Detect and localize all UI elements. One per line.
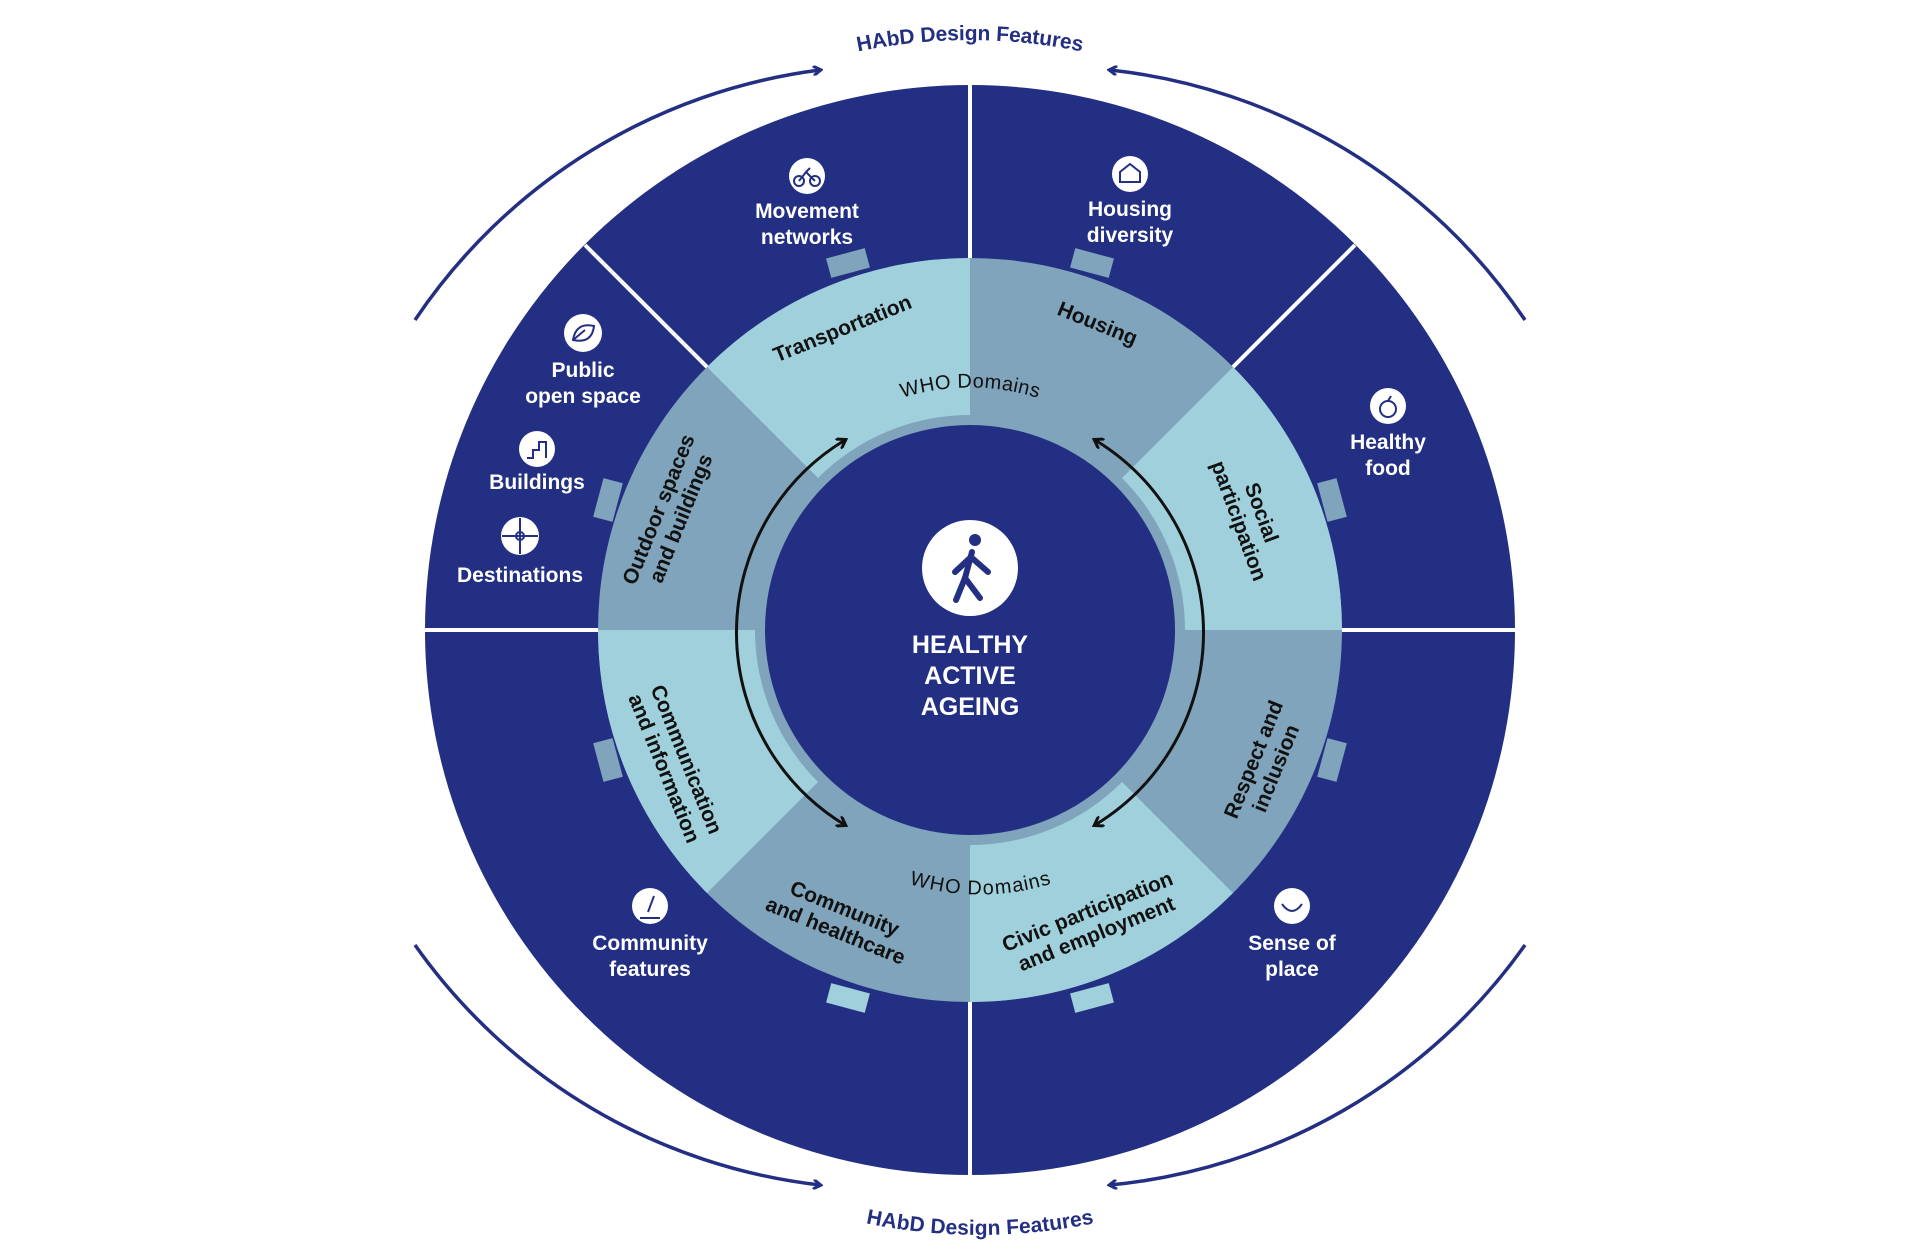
- inner-cycle: [735, 438, 1205, 827]
- svg-text:Healthy: Healthy: [1350, 431, 1426, 454]
- feature-movement: Movement networks: [755, 158, 859, 249]
- feature-sense-of-place: Sense of place: [1248, 888, 1337, 981]
- segment-social: [1122, 367, 1342, 630]
- outer-arrow-bottom-left: [413, 943, 820, 1185]
- feature-healthy-food: Healthy food: [1350, 388, 1426, 480]
- svg-text:Community: Community: [592, 932, 708, 955]
- center-line-1: HEALTHY: [912, 631, 1029, 659]
- svg-text:place: place: [1265, 958, 1319, 981]
- segment-communication: [598, 630, 818, 893]
- outer-arrow-top-right: [1110, 70, 1527, 321]
- center-line-3: AGEING: [921, 693, 1020, 721]
- segment-civic: [970, 782, 1233, 1002]
- svg-text:Destinations: Destinations: [457, 564, 583, 587]
- svg-text:Buildings: Buildings: [489, 471, 585, 494]
- outer-arrow-bottom-right: [1110, 943, 1527, 1185]
- center-group: HEALTHY ACTIVE AGEING: [912, 520, 1029, 721]
- svg-text:features: features: [609, 958, 691, 981]
- outer-label-top: HAbD Design Features: [855, 22, 1086, 56]
- svg-text:Movement: Movement: [755, 200, 859, 223]
- svg-text:open space: open space: [525, 385, 641, 408]
- svg-text:diversity: diversity: [1087, 224, 1174, 247]
- segment-transportation: [707, 258, 970, 478]
- feature-buildings: Buildings: [489, 431, 585, 494]
- svg-text:Sense of: Sense of: [1248, 932, 1337, 955]
- outer-arrow-top-left: [413, 70, 820, 321]
- outer-cycle: [413, 70, 1527, 1185]
- center-line-2: ACTIVE: [924, 662, 1016, 690]
- inner-arrow-left: [735, 440, 845, 827]
- inner-arrow-right: [1095, 438, 1205, 825]
- feature-destinations: Destinations: [457, 517, 583, 587]
- leaf-icon: [564, 314, 602, 352]
- feature-public-open-space: Public open space: [525, 314, 641, 408]
- feature-housing-diversity: Housing diversity: [1087, 156, 1174, 247]
- apple-icon: [1370, 388, 1406, 424]
- svg-text:Public: Public: [551, 359, 614, 382]
- svg-text:food: food: [1365, 457, 1410, 480]
- outer-label-bottom: HAbD Design Features: [865, 1206, 1095, 1240]
- svg-text:Housing: Housing: [1088, 198, 1172, 221]
- svg-text:networks: networks: [761, 226, 853, 249]
- house-icon: [1112, 156, 1148, 192]
- feature-community-features: Community features: [592, 888, 708, 981]
- bicycle-icon: [789, 158, 825, 194]
- center-disc: [765, 425, 1175, 835]
- smile-icon: [1274, 888, 1310, 924]
